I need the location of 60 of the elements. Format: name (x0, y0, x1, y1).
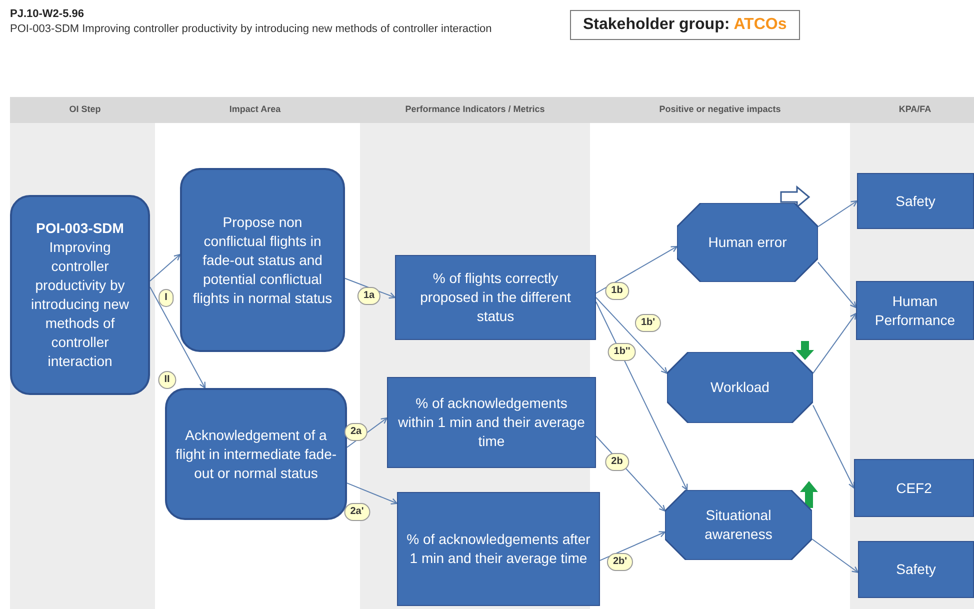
node-text: Safety (896, 560, 936, 579)
edge-label: II (158, 371, 176, 389)
edge-label: 1b (605, 282, 629, 300)
arrow (596, 297, 668, 374)
arrow (596, 246, 678, 294)
edge-label: 1b'' (608, 343, 636, 361)
arrow (818, 262, 857, 308)
node-text: Propose non conflictual flights in fade-out status and potential conflictual flights in normal status (192, 212, 334, 308)
metric-box (858, 541, 974, 598)
node-text: % of acknowledgements after 1 min and their average time (406, 530, 591, 568)
process-box (165, 388, 347, 520)
stakeholder-label: Stakeholder group: (583, 15, 730, 35)
column-header: Performance Indicators / Metrics (404, 103, 546, 116)
octagon-node (667, 352, 813, 423)
arrow (150, 286, 206, 389)
node-heading: POI-003-SDM (36, 219, 124, 238)
arrow (596, 436, 666, 512)
edge-label: I (158, 289, 174, 307)
edge-label: 2b' (606, 553, 634, 571)
node-text: Improving controller productivity by introducing new methods of controller interaction (30, 238, 130, 371)
title: PJ.10-W2-5.96 (10, 7, 84, 22)
arrow (812, 312, 857, 374)
edge-label: 1a (357, 287, 381, 305)
edge-label: 2b (605, 453, 629, 471)
process-box (180, 168, 345, 352)
arrow (596, 301, 688, 491)
arrow (812, 404, 855, 489)
node-text: % of acknowledgements within 1 min and their average time (397, 394, 586, 451)
stakeholder-value: ATCOs (734, 15, 787, 35)
arrow (346, 482, 398, 504)
arrow (818, 200, 858, 228)
node-text: Human Performance (874, 292, 956, 330)
metric-box (397, 492, 600, 606)
arrow (150, 254, 181, 282)
subtitle: POI-003-SDM Improving controller productivity by introducing new methods of controller interaction (10, 22, 493, 36)
arrow (344, 278, 396, 299)
process-box (10, 195, 150, 395)
octagon-node (665, 490, 812, 560)
column-header: Positive or negative impacts (658, 103, 782, 116)
arrow (600, 531, 666, 561)
metric-box (387, 377, 596, 468)
node-text: Human error (708, 233, 787, 252)
node-text: % of flights correctly proposed in the different status (419, 269, 572, 326)
node-text: CEF2 (896, 478, 932, 498)
metric-box (856, 281, 974, 340)
node-text: Situational awareness (704, 506, 774, 544)
edge-label: 2a' (344, 503, 370, 521)
arrow (812, 538, 859, 573)
node-text: Acknowledgement of a flight in intermediate fade-out or normal status (175, 426, 337, 482)
metric-box (854, 459, 974, 517)
column-header: KPA/FA (898, 103, 932, 116)
node-text: Workload (710, 378, 770, 397)
node-text: Safety (896, 192, 936, 210)
column-header: Impact Area (228, 103, 282, 116)
edge-label: 1b' (634, 314, 662, 332)
metric-box (395, 255, 596, 340)
arrow (346, 417, 388, 448)
metric-box (857, 173, 974, 229)
column-header: OI Step (68, 103, 102, 116)
octagon-node (677, 203, 818, 282)
